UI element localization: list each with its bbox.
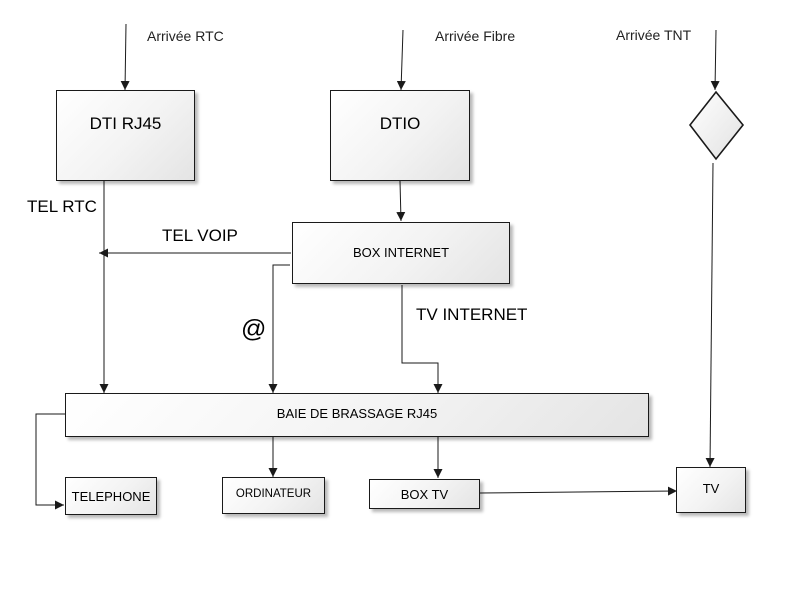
tnt-diamond-node [688,90,745,161]
fibre-source-label: Arrivée Fibre [435,28,516,44]
rtc-feed-arrow [120,23,130,91]
tel-voip-label: TEL VOIP [162,226,238,245]
tnt-source-label: Arrivée TNT [616,27,692,43]
tv-internet-label: TV INTERNET [416,305,528,324]
fibre-feed-arrow [396,29,406,91]
baie-brassage-label: BAIE DE BRASSAGE RJ45 [276,405,438,421]
tv-internet-arrow [401,285,443,393]
box-tv-to-tv-arrow [479,486,678,496]
internet-at-label: @ [241,315,267,343]
dtio-to-box-arrow [396,180,406,222]
box-internet-node: BOX INTERNET [292,222,510,284]
dtio-label: DTIO [379,113,421,133]
dti-rj45-label: DTI RJ45 [89,113,162,133]
telephone-node: TELEPHONE [65,477,157,515]
tnt-feed-arrow [710,29,720,91]
ordinateur-label: ORDINATEUR [235,488,312,500]
telephone-link-arrow [35,413,66,510]
ordinateur-node: ORDINATEUR [222,477,325,514]
tv-node: TV [676,467,746,513]
telephone-label: TELEPHONE [71,488,151,504]
box-internet-label: BOX INTERNET [352,244,450,260]
box-tv-label: BOX TV [400,486,449,502]
tv-label: TV [702,480,720,496]
baie-brassage-node: BAIE DE BRASSAGE RJ45 [65,393,649,437]
box-tv-node: BOX TV [369,479,480,509]
rtc-source-label: Arrivée RTC [147,28,224,44]
tnt-to-tv-arrow [705,162,715,468]
tel-rtc-label: TEL RTC [27,197,97,216]
internet-arrow [268,264,290,393]
dtio-box: DTIO [330,90,470,181]
dti-rj45-box: DTI RJ45 [56,90,195,181]
